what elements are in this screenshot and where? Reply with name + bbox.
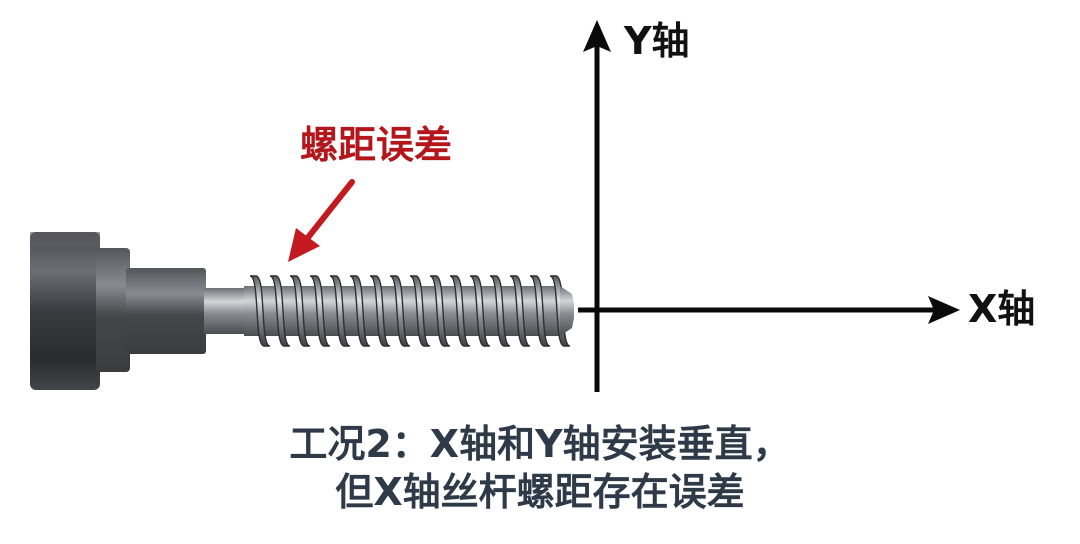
y-axis-label: Y轴 bbox=[624, 19, 690, 63]
pitch-error-arrowhead bbox=[288, 228, 320, 262]
caption-line-2: 但X轴丝杆螺距存在误差 bbox=[335, 470, 745, 514]
thread-crest bbox=[409, 275, 431, 347]
caption: 工况2：X轴和Y轴安装垂直， 但X轴丝杆螺距存在误差 bbox=[240, 420, 840, 516]
y-axis bbox=[583, 20, 611, 392]
thread-crest bbox=[269, 275, 291, 347]
x-axis bbox=[578, 296, 960, 324]
y-axis-arrowhead bbox=[583, 20, 611, 52]
thread-crest bbox=[529, 275, 551, 347]
thread-crest bbox=[369, 275, 391, 347]
pitch-error-label: 螺距误差 bbox=[300, 123, 453, 167]
thread-crest bbox=[389, 275, 411, 347]
screw-tip bbox=[560, 286, 574, 336]
thread-crest bbox=[489, 275, 511, 347]
pitch-error-arrow bbox=[288, 179, 355, 262]
thread-crest bbox=[249, 275, 271, 347]
thread-crest bbox=[329, 275, 351, 347]
thread-crest bbox=[349, 275, 371, 347]
x-axis-label: X轴 bbox=[968, 287, 1036, 331]
screw-housing bbox=[30, 232, 206, 390]
x-axis-arrowhead bbox=[928, 296, 960, 324]
thread-crest bbox=[469, 275, 491, 347]
caption-line-1: 工况2：X轴和Y轴安装垂直， bbox=[289, 422, 791, 466]
thread-crest bbox=[429, 275, 451, 347]
thread-crest bbox=[509, 275, 531, 347]
thread-crest bbox=[289, 275, 311, 347]
thread-crest bbox=[309, 275, 331, 347]
screw-thread bbox=[244, 275, 571, 347]
thread-crest bbox=[449, 275, 471, 347]
